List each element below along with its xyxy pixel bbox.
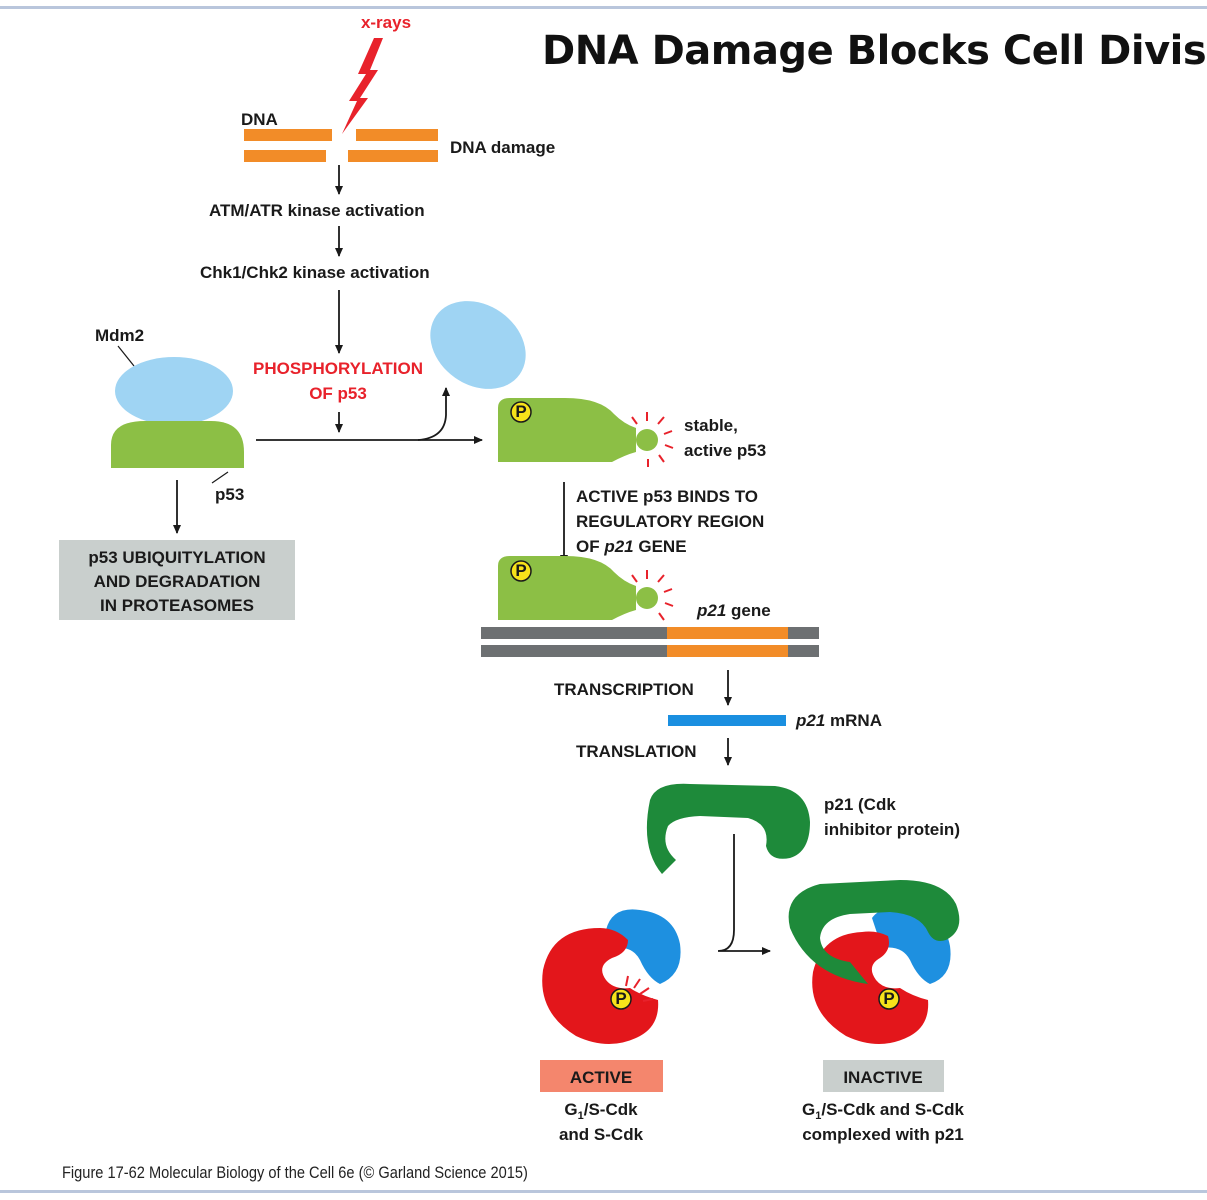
- active-desc-line1: G1/S-Cdk: [564, 1100, 638, 1122]
- mdm2-release-arrow: [417, 387, 450, 441]
- phosphate-marker-4: [878, 988, 900, 1010]
- bound-p53-protein: [498, 556, 636, 620]
- p53-label: p53: [215, 485, 244, 504]
- binds-label-line3: OF p21 GENE: [576, 537, 687, 556]
- phosphate-marker-3-label: P: [615, 989, 626, 1008]
- p21-protein-label-line2: inhibitor protein): [824, 820, 960, 839]
- inactive-badge: [823, 1060, 944, 1092]
- translation-label: TRANSLATION: [576, 742, 697, 761]
- stable-label-line2: active p53: [684, 441, 766, 460]
- p53-protein-bound: [111, 421, 244, 468]
- p21-mrna-strand: [668, 715, 786, 726]
- degradation-line3: IN PROTEASOMES: [100, 596, 254, 615]
- degradation-line1: p53 UBIQUITYLATION: [88, 548, 265, 567]
- stable-p53-protein: [498, 398, 636, 462]
- phosphate-marker-4-label: P: [883, 989, 894, 1008]
- mdm2-label: Mdm2: [95, 326, 144, 345]
- degradation-box: [59, 540, 295, 620]
- phosphorylation-label-line2: OF p53: [309, 384, 367, 403]
- activation-rays-icon: [631, 412, 674, 467]
- phosphorylation-label-line1: PHOSPHORYLATION: [253, 359, 423, 378]
- phosphate-marker-2-label: P: [515, 561, 526, 580]
- active-cyclin-protein: [606, 909, 681, 984]
- chk-label: Chk1/Chk2 kinase activation: [200, 263, 430, 282]
- stable-p53-tail: [636, 429, 658, 451]
- transcription-label: TRANSCRIPTION: [554, 680, 694, 699]
- dna-double-strand: [244, 129, 438, 162]
- mdm2-protein: [115, 357, 233, 425]
- atm-atr-label: ATM/ATR kinase activation: [209, 201, 425, 220]
- dna-label: DNA: [241, 110, 278, 129]
- p53-pointer-line: [211, 471, 229, 484]
- xrays-label: x-rays: [361, 13, 411, 32]
- p21-gene-label: p21 gene: [696, 601, 771, 620]
- active-badge-label: ACTIVE: [570, 1068, 632, 1087]
- inactive-desc-line2: complexed with p21: [802, 1125, 964, 1144]
- phosphate-marker-1: [510, 401, 532, 423]
- p21-protein: [646, 783, 810, 874]
- lightning-bolt-icon: [342, 38, 383, 134]
- inactive-cdk-complex: P: [788, 880, 960, 1044]
- stable-p53-group: P: [498, 398, 674, 467]
- binds-label-line2: REGULATORY REGION: [576, 512, 764, 531]
- phosphate-marker-2: [510, 560, 532, 582]
- phosphate-marker-1-label: P: [515, 402, 526, 421]
- bound-p53-tail: [636, 587, 658, 609]
- binds-label-line1: ACTIVE p53 BINDS TO: [576, 487, 758, 506]
- dna-bottom-right-strand: [348, 150, 438, 162]
- p21-gene-strands: [481, 627, 819, 657]
- dna-top-left-strand: [244, 129, 332, 141]
- dna-top-right-strand: [356, 129, 438, 141]
- slide-title: DNA Damage Blocks Cell Divisi: [542, 28, 1207, 74]
- dna-damage-label: DNA damage: [450, 138, 555, 157]
- stable-label-line1: stable,: [684, 416, 738, 435]
- inactive-badge-label: INACTIVE: [843, 1068, 922, 1087]
- inactive-desc-line1: G1/S-Cdk and S-Cdk: [802, 1100, 965, 1122]
- inactive-cdk-protein: [812, 931, 929, 1044]
- released-mdm2-protein: [430, 301, 526, 389]
- active-badge: [540, 1060, 663, 1092]
- inactive-p21-protein: [788, 880, 960, 984]
- bound-activation-rays-icon: [631, 570, 674, 621]
- phosphate-marker-3: [610, 988, 632, 1010]
- mdm2-pointer-line: [117, 345, 135, 367]
- active-desc-line2: and S-Cdk: [559, 1125, 644, 1144]
- active-cdk-protein: [542, 928, 659, 1044]
- bottom-frame-line: [0, 1190, 1207, 1193]
- p21-protein-label-line1: p21 (Cdk: [824, 795, 896, 814]
- gene-bottom-coding-region: [667, 645, 788, 657]
- dna-bottom-left-strand: [244, 150, 326, 162]
- active-cdk-rays-icon: [625, 975, 654, 1002]
- degradation-line2: AND DEGRADATION: [94, 572, 261, 591]
- figure-caption: Figure 17-62 Molecular Biology of the Ce…: [62, 1163, 528, 1182]
- gene-top-coding-region: [667, 627, 788, 639]
- bound-p53-group: P: [498, 556, 674, 621]
- top-frame-line: [0, 6, 1207, 9]
- inhibition-arrow: [717, 834, 771, 955]
- active-cdk-complex: P: [542, 909, 681, 1044]
- p21-mrna-label: p21 mRNA: [795, 711, 882, 730]
